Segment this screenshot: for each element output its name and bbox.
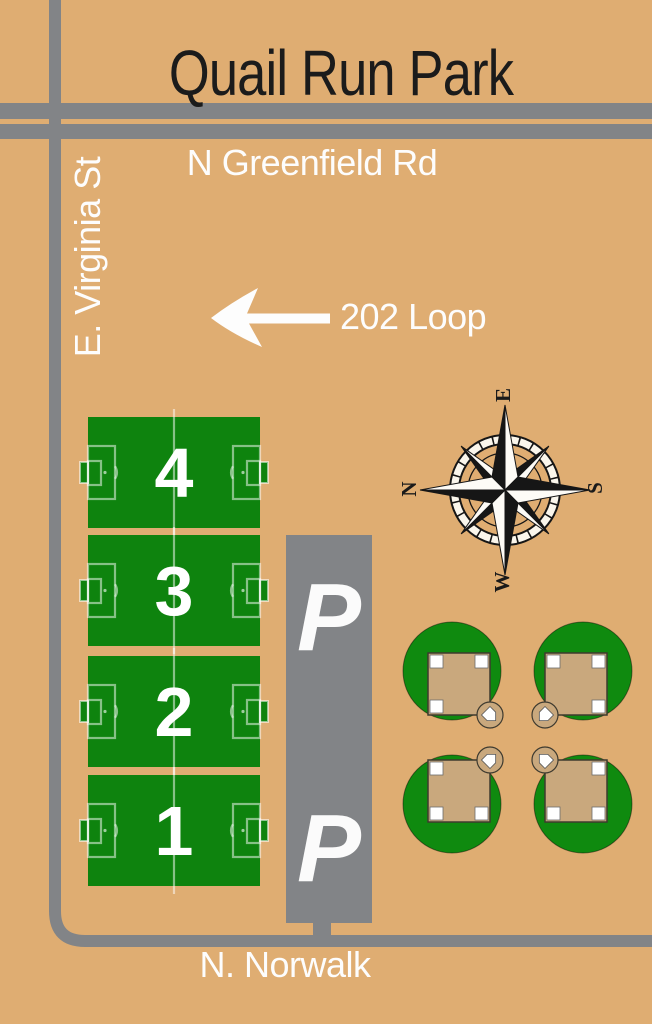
- baseball-field-southeast: [531, 746, 633, 854]
- compass-rose-icon: E N S W: [397, 388, 607, 593]
- baseball-field-southwest: [402, 746, 504, 854]
- soccer-pitch-markings: [79, 527, 269, 654]
- soccer-pitch-markings: [79, 648, 269, 775]
- parking-label-bottom: P: [296, 795, 362, 902]
- road-label-norwalk: N. Norwalk: [199, 944, 371, 985]
- parking-driveway: [313, 920, 331, 938]
- soccer-field-3: 3: [79, 527, 269, 654]
- parking-label-top: P: [296, 564, 362, 671]
- field-number: 2: [154, 672, 194, 751]
- road-label-greenfield: N Greenfield Rd: [186, 142, 438, 183]
- soccer-field-2: 2: [79, 648, 269, 775]
- field-number: 1: [154, 791, 194, 870]
- road-greenfield-lower: [0, 124, 652, 139]
- road-virginia-norwalk: [49, 0, 652, 947]
- soccer-field-1: 1: [79, 767, 269, 894]
- parking-lot: [286, 535, 372, 923]
- baseball-field-northeast: [531, 621, 633, 729]
- road-label-202-loop: 202 Loop: [340, 296, 487, 337]
- field-number: 4: [154, 433, 194, 512]
- park-title: Quail Run Park: [168, 37, 514, 109]
- compass-label-south: S: [583, 482, 607, 494]
- road-greenfield-upper: [0, 103, 652, 119]
- compass-label-east: E: [491, 388, 515, 402]
- soccer-field-4: 4: [79, 409, 269, 536]
- field-number: 3: [154, 551, 194, 630]
- road-label-virginia: E. Virginia St: [67, 156, 108, 358]
- compass-label-north: N: [397, 481, 421, 496]
- compass-label-west: W: [490, 572, 514, 593]
- soccer-pitch-markings: [79, 767, 269, 894]
- baseball-field-northwest: [402, 621, 504, 729]
- soccer-pitch-markings: [79, 409, 269, 536]
